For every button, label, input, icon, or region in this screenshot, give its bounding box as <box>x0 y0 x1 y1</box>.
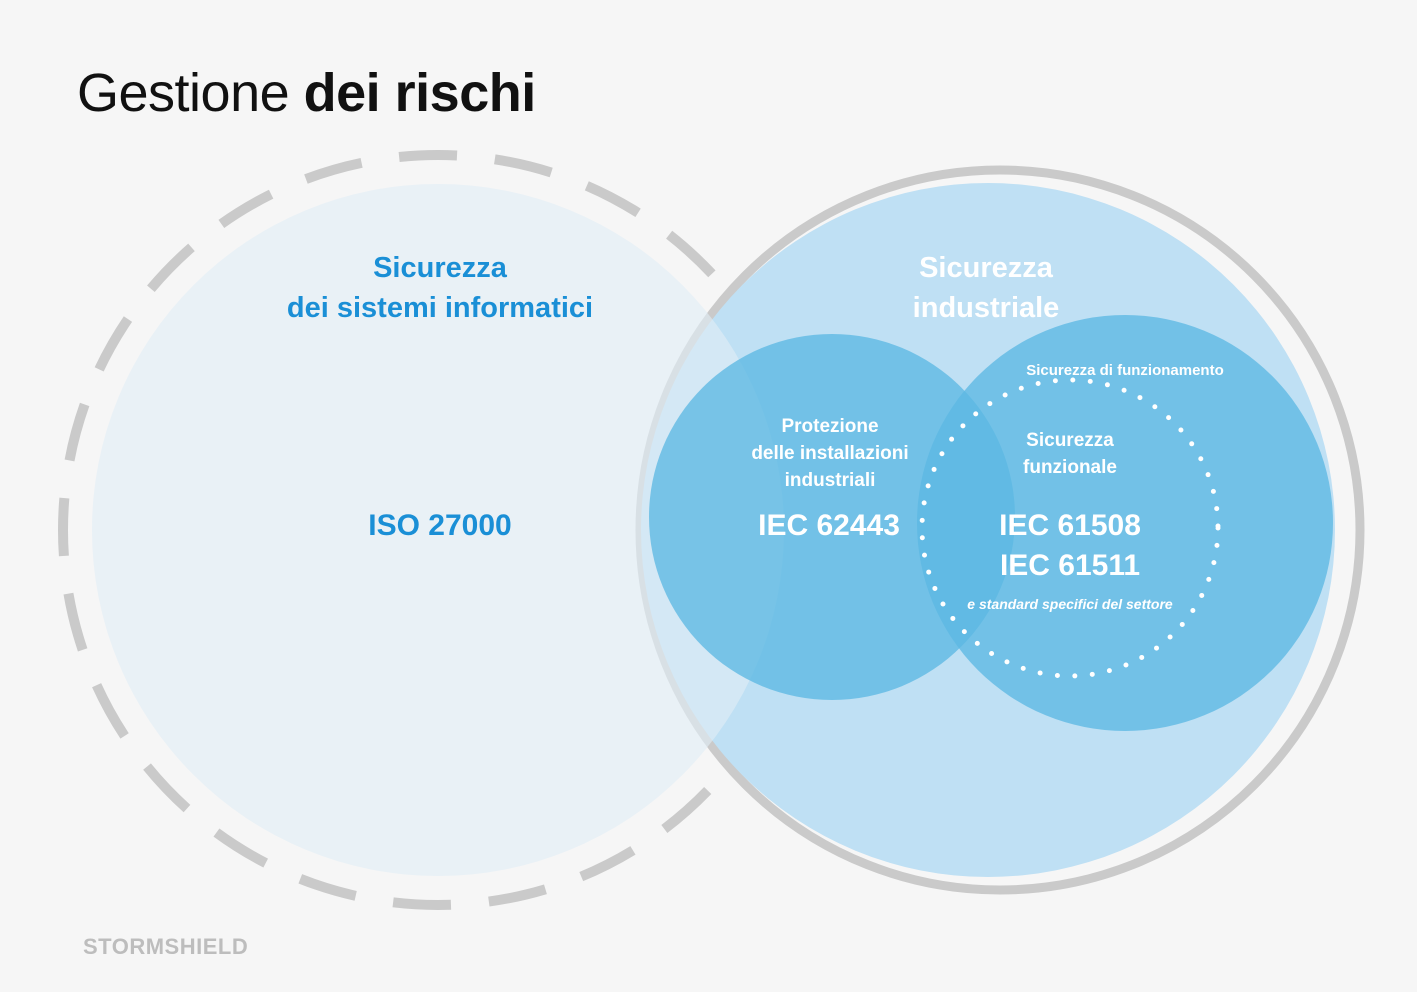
functional-safety-title-line1: Sicurezza <box>1026 430 1114 451</box>
installation-protection-title-line3: industriali <box>785 470 876 491</box>
title-bold: dei rischi <box>303 63 537 123</box>
operational-safety-circle <box>917 315 1333 731</box>
installation-protection-circle <box>649 334 1015 700</box>
installation-protection-title-line2: delle installazioni <box>751 443 908 464</box>
sector-standards-note: e standard specifici del settore <box>967 596 1173 612</box>
industrial-security-title-line2: industriale <box>913 292 1060 324</box>
functional-safety-dotted-ring <box>919 377 1221 679</box>
iec-62443-label: IEC 62443 <box>758 509 900 542</box>
it-security-title-line2: dei sistemi informatici <box>287 292 593 324</box>
iec-61511-label: IEC 61511 <box>1000 549 1140 582</box>
industrial-security-title-line1: Sicurezza <box>919 252 1054 284</box>
title-regular: Gestione <box>77 63 304 123</box>
it-security-title-line1: Sicurezza <box>373 252 508 284</box>
iso-27000-label: ISO 27000 <box>368 509 511 542</box>
functional-safety-title-line2: funzionale <box>1023 457 1117 478</box>
it-security-circle <box>92 184 784 876</box>
installation-protection-title-line1: Protezione <box>781 416 878 437</box>
page-title: Gestione dei rischi <box>77 66 536 120</box>
stormshield-logo: STORMSHIELD <box>83 934 249 959</box>
iec-61508-label: IEC 61508 <box>999 509 1141 542</box>
operational-safety-title: Sicurezza di funzionamento <box>1026 362 1224 379</box>
